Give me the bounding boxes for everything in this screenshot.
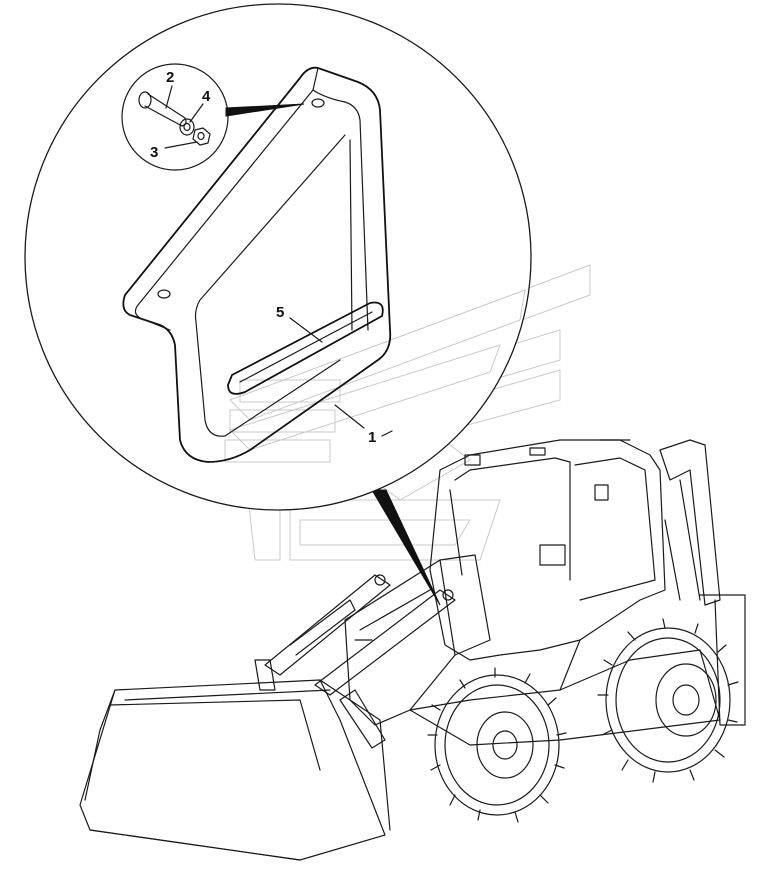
callout-4: 4 (202, 88, 211, 105)
grab-handle (122, 66, 392, 463)
front-bucket (79, 679, 391, 861)
callout-5: 5 (276, 304, 284, 321)
callout-3: 3 (150, 144, 158, 161)
engine-hood (344, 554, 491, 726)
fastener-pointer (225, 103, 305, 117)
chassis (409, 639, 721, 746)
detail-pointer (371, 489, 441, 606)
backhoe-loader-machine (79, 439, 746, 861)
mounting-hole-top (311, 98, 325, 108)
backhoe-arm (659, 439, 746, 726)
watermark-in-circle (224, 289, 526, 463)
fastener-detail-circle (121, 63, 229, 171)
callout-2: 2 (166, 69, 174, 86)
grip-insert (227, 301, 384, 395)
nut (192, 127, 211, 146)
washer (179, 118, 195, 136)
front-wheel (427, 667, 567, 823)
callout-1: 1 (368, 429, 376, 446)
mounting-hole-bottom (157, 289, 171, 299)
leader-lines (164, 85, 393, 437)
detail-circle (24, 3, 532, 511)
operator-cab (429, 439, 666, 661)
loader-arms (254, 574, 456, 749)
rear-wheel (597, 618, 739, 783)
